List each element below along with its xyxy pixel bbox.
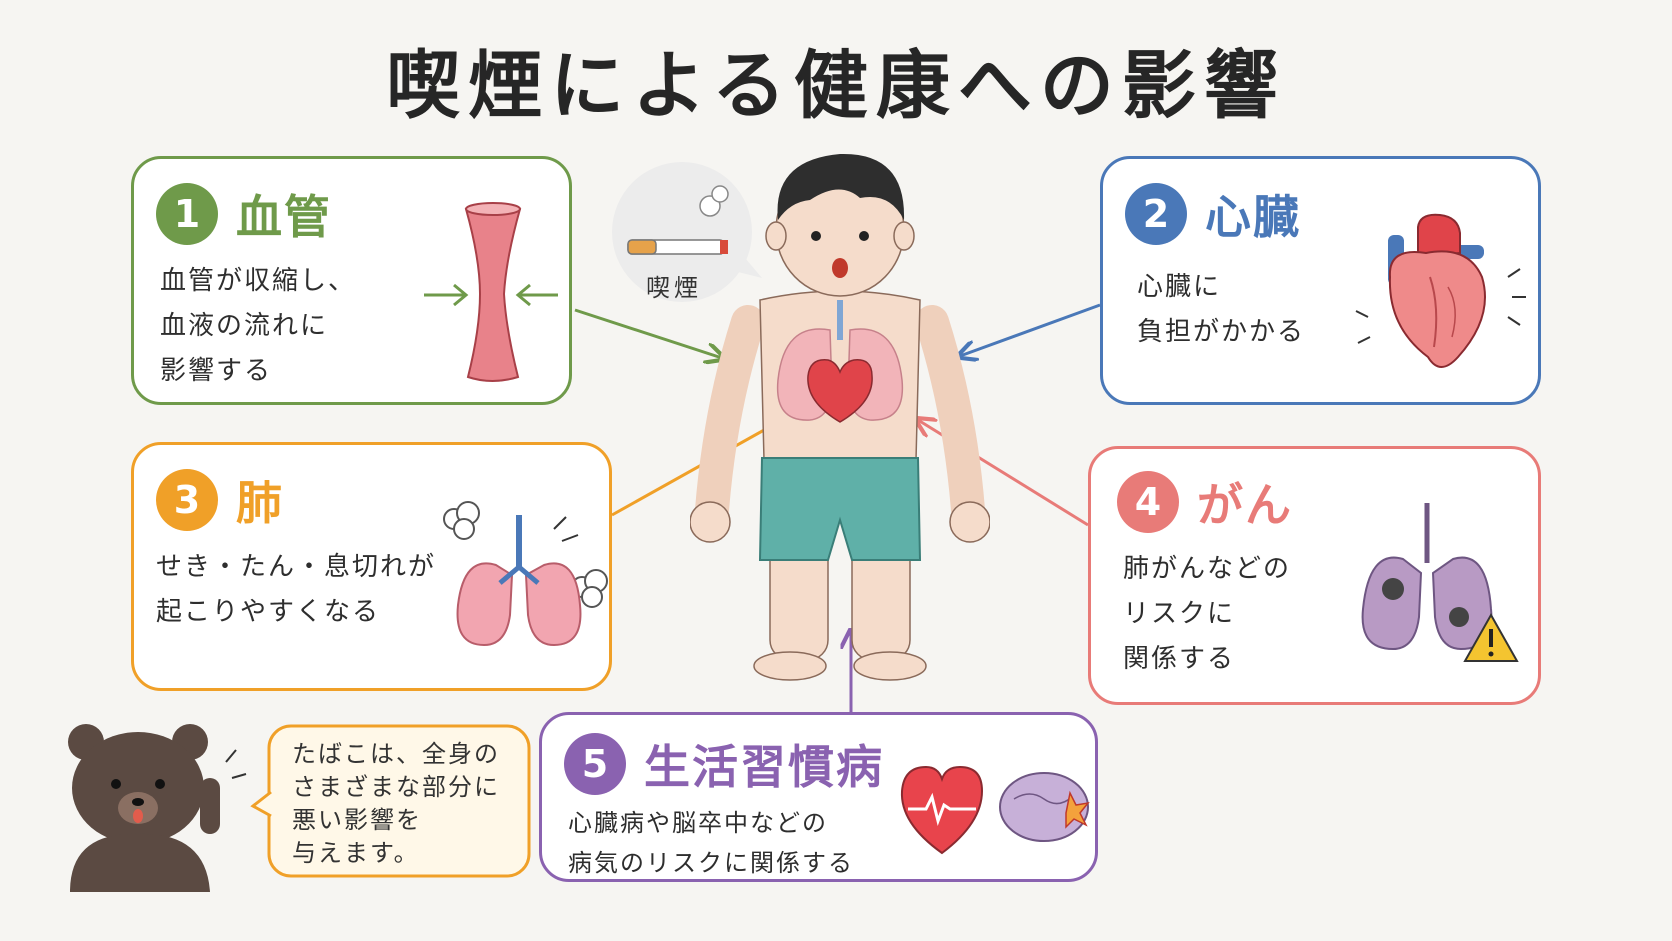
blood-vessel-icon	[424, 202, 558, 382]
bear-speech-bubble	[250, 724, 531, 878]
section-number: 5	[564, 733, 626, 795]
section-label: 生活習慣病	[644, 740, 884, 794]
heart-brain-icon	[900, 765, 1090, 855]
section-number: 2	[1125, 183, 1187, 245]
section-card-lifestyle: 5 生活習慣病 心臓病や脳卒中などの 病気のリスクに関係する	[539, 712, 1098, 882]
arrow-vessels	[574, 308, 722, 358]
section-label: 肺	[236, 476, 284, 530]
heart-icon	[1355, 213, 1526, 368]
section-card-lungs: 3 肺 せき・たん・息切れが 起こりやすくなる	[131, 442, 612, 691]
smoking-label: 喫煙	[646, 274, 702, 302]
section-description: 肺がんなどの リスクに 関係する	[1123, 554, 1292, 674]
section-number: 3	[156, 469, 218, 531]
section-card-cancer: 4 がん 肺がんなどの リスクに 関係する	[1088, 446, 1541, 705]
section-card-vessels: 1 血管 血管が収縮し、 血液の流れに 影響する	[131, 156, 572, 405]
lungs-icon	[443, 501, 608, 647]
page-title: 喫煙による健康への影響	[386, 43, 1286, 129]
cancer-lungs-icon	[1361, 503, 1519, 662]
section-description: せき・たん・息切れが 起こりやすくなる	[156, 552, 437, 627]
smoking-bubble	[612, 162, 762, 302]
section-description: 心臓に 負担がかかる	[1137, 272, 1306, 347]
section-description: 心臓病や脳卒中などの 病気のリスクに関係する	[568, 809, 854, 877]
arrow-lungs	[611, 420, 782, 517]
bear-icon	[68, 724, 247, 892]
section-label: がん	[1197, 478, 1293, 532]
section-number: 1	[156, 183, 218, 245]
section-number: 4	[1117, 471, 1179, 533]
bear-message: たばこは、全身の さまざまな部分に 悪い影響を 与えます。	[292, 740, 500, 867]
arrow-heart	[960, 303, 1101, 356]
section-label: 血管	[236, 190, 332, 244]
section-card-heart: 2 心臓 心臓に 負担がかかる	[1100, 156, 1541, 405]
section-label: 心臓	[1205, 190, 1301, 244]
section-description: 血管が収縮し、 血液の流れに 影響する	[160, 266, 357, 386]
boy-figure	[690, 153, 990, 681]
